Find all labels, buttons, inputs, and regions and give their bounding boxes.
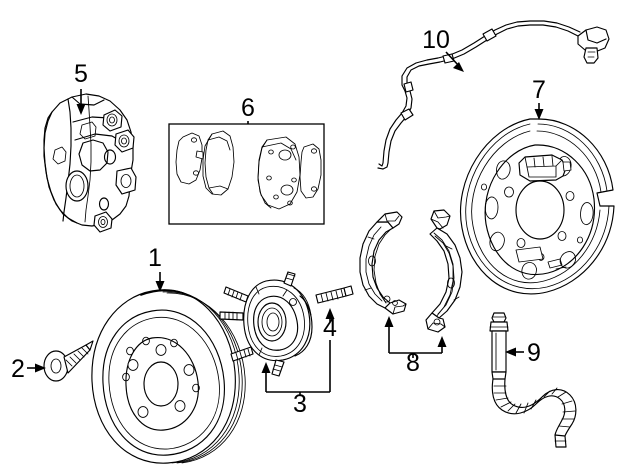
callout-9-label: 9 xyxy=(527,339,541,367)
part-abs-wheel-speed-sensor[interactable] xyxy=(377,20,610,170)
wheel-studs xyxy=(219,271,296,377)
callout-1-label: 1 xyxy=(148,244,162,272)
callout-5[interactable]: 5 xyxy=(74,60,88,115)
callout-7[interactable]: 7 xyxy=(532,76,546,120)
callout-10[interactable]: 10 xyxy=(422,26,464,72)
callout-1[interactable]: 1 xyxy=(148,244,165,292)
callout-3[interactable]: 3 xyxy=(261,362,331,418)
part-brake-hose[interactable] xyxy=(489,312,577,448)
part-brake-rotor-disc[interactable] xyxy=(91,289,246,464)
callout-2[interactable]: 2 xyxy=(11,355,46,383)
callout-8-label: 8 xyxy=(406,349,420,377)
callout-4[interactable]: 4 xyxy=(323,308,337,392)
callout-9[interactable]: 9 xyxy=(505,339,541,367)
callout-3-label: 3 xyxy=(293,390,307,418)
callout-2-label: 2 xyxy=(11,355,25,383)
callout-7-label: 7 xyxy=(532,76,546,104)
part-brake-caliper[interactable] xyxy=(43,93,137,233)
part-parking-brake-shoe-right[interactable] xyxy=(425,209,463,333)
part-wheel-hub-bearing-assembly[interactable] xyxy=(219,271,313,377)
part-parking-brake-shoe-left[interactable] xyxy=(359,211,407,315)
callout-4-label: 4 xyxy=(323,314,337,342)
callout-8[interactable]: 8 xyxy=(384,316,447,377)
callout-6[interactable]: 6 xyxy=(241,94,255,124)
part-brake-backing-plate[interactable] xyxy=(460,118,615,295)
callout-10-label: 10 xyxy=(422,26,450,54)
callout-5-label: 5 xyxy=(74,60,88,88)
part-hub-mounting-bolt[interactable] xyxy=(315,285,354,304)
part-rotor-retaining-screw[interactable] xyxy=(43,340,94,382)
brake-pad-set-box xyxy=(168,123,325,225)
part-brake-pad-set[interactable] xyxy=(168,123,325,225)
callout-6-label: 6 xyxy=(241,94,255,122)
